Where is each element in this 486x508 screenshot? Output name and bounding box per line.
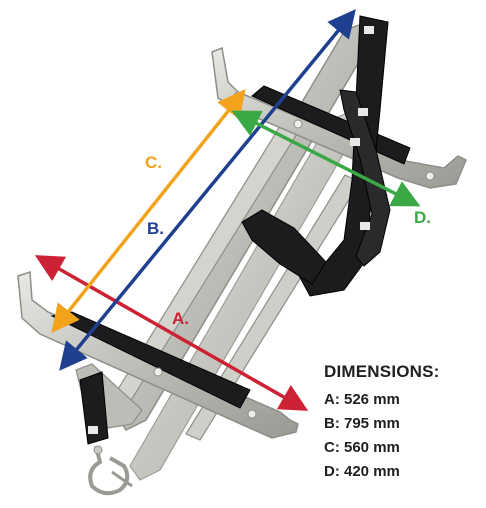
strap-logo-patch xyxy=(364,26,374,34)
dimension-d-value: D: 420 mm xyxy=(324,463,400,480)
dimension-labels: A. B. C. D. xyxy=(145,153,431,328)
dimension-a-value: A: 526 mm xyxy=(324,391,400,408)
dimension-c-value: C: 560 mm xyxy=(324,439,400,456)
dimension-label-d: D. xyxy=(414,208,431,227)
dimension-arrows xyxy=(34,9,421,411)
strap-logo-patch xyxy=(360,222,370,230)
strap-logo-patch xyxy=(358,108,368,116)
dimension-b-value: B: 795 mm xyxy=(324,415,400,432)
dimensions-legend: DIMENSIONS: A: 526 mm B: 795 mm C: 560 m… xyxy=(324,362,474,484)
strap-logo-patch xyxy=(350,138,360,146)
dimension-label-a: A. xyxy=(172,309,189,328)
snap-hook xyxy=(88,445,133,496)
dimension-label-c: C. xyxy=(145,153,162,172)
dimension-arrow-c xyxy=(51,89,246,333)
dimension-label-b: B. xyxy=(147,219,164,238)
dimension-arrow-d xyxy=(231,110,421,207)
dimensions-legend-title: DIMENSIONS: xyxy=(324,362,440,381)
strap-logo-patch xyxy=(88,426,98,434)
